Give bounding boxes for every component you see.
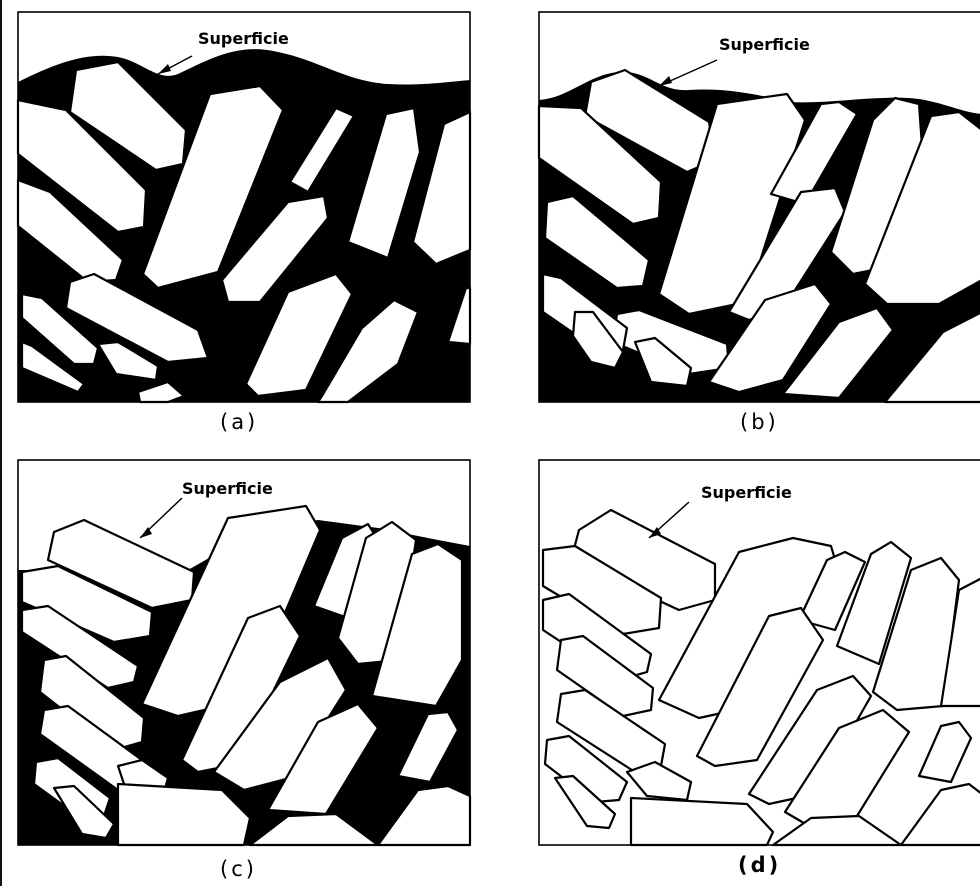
arrowhead-icon [659,76,672,86]
panel-label-c: (c) [220,857,257,881]
grain [901,784,980,845]
panel-label-b: (b) [740,410,779,434]
grain [919,722,971,782]
panel-a-diagram: Superficie [18,12,470,402]
panel-b-diagram: Superficie [539,12,980,402]
arrowhead-icon [158,64,171,74]
panel-label-a: (a) [220,410,258,434]
grain [631,798,773,845]
panel-label-d: (d) [738,853,781,877]
surface-annotation: Superficie [719,35,810,54]
grain [773,816,901,845]
surface-annotation: Superficie [701,483,792,502]
panel-c-diagram: Superficie [18,460,470,845]
grain [627,762,691,800]
panel-d-diagram: Superficie [539,460,980,845]
surface-annotation: Superficie [198,29,289,48]
surface-annotation: Superficie [182,479,273,498]
